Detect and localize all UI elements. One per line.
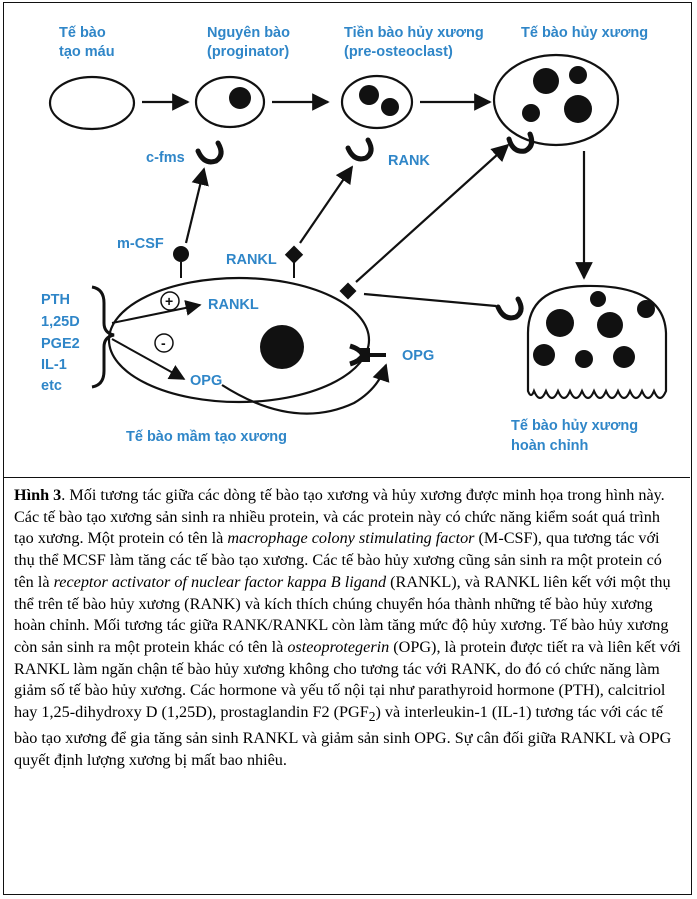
caption-term-opg: osteoprotegerin — [287, 637, 390, 656]
mature-nucleus-4 — [637, 300, 655, 318]
line-rankl-to-mature — [363, 292, 497, 308]
label-rankl-top: RANKL — [226, 252, 277, 268]
mature-nucleus-3 — [590, 291, 606, 307]
caption-term-mcsf: macrophage colony stimulating factor — [227, 529, 475, 548]
pre-osteoclast-cell — [340, 74, 414, 130]
pre-osteoclast-nucleus-2 — [381, 98, 399, 116]
mature-nucleus-1 — [546, 309, 574, 337]
label-factor-il1: IL-1 — [41, 357, 67, 373]
label-factor-125d: 1,25D — [41, 314, 80, 330]
osteoclast-nucleus-2 — [569, 66, 587, 84]
caption-figure-label: Hình 3 — [14, 486, 62, 504]
osteoclast-nucleus-3 — [522, 104, 540, 122]
mature-nucleus-7 — [613, 346, 635, 368]
arrow-mcsf-to-cfms — [184, 167, 209, 244]
caption-term-rankl: receptor activator of nuclear factor kap… — [53, 572, 387, 591]
osteoclast-cell — [492, 53, 620, 147]
m-csf-ligand-icon — [173, 246, 189, 262]
label-pre-osteoclast-line2: (pre-osteoclast) — [344, 44, 453, 60]
plus-circle-icon — [160, 291, 180, 311]
mature-nucleus-5 — [533, 344, 555, 366]
label-c-fms: c-fms — [146, 150, 185, 166]
osteoclast-nucleus-4 — [564, 95, 592, 123]
caption-text-5: ) và interleukin-1 (IL-1) tương tác với … — [14, 703, 672, 769]
arrow-opg-to-rankl — [221, 363, 390, 415]
label-rankl-inner: RANKL — [208, 297, 259, 313]
pre-osteoclast-nucleus-1 — [359, 85, 379, 105]
label-pre-osteoclast-line1: Tiền bào hủy xương — [344, 25, 484, 41]
label-mature-osteoclast-line2: hoàn chỉnh — [511, 438, 588, 454]
arrow-rankl-to-osteoclast — [355, 143, 510, 283]
factors-brace — [91, 285, 115, 389]
c-fms-receptor-icon — [195, 140, 224, 165]
mature-nucleus-6 — [575, 350, 593, 368]
caption-text-1: . Mối tương tác giữa các dòng tế bào tạo… — [14, 486, 665, 548]
caption-subscript: 2 — [368, 709, 376, 725]
figure-caption: Hình 3. Mối tương tác giữa các dòng tế b… — [14, 485, 682, 771]
caption-divider — [4, 477, 690, 478]
label-mature-osteoclast-line1: Tế bào hủy xương — [511, 418, 638, 434]
arrow-factors-to-rankl — [111, 300, 202, 324]
plus-sign: + — [165, 293, 173, 309]
caption-text-3: (RANKL), và RANKL liên kết với một thụ t… — [14, 572, 671, 656]
rankl-right-ligand-icon — [339, 282, 357, 300]
hematopoietic-cell — [48, 75, 136, 131]
label-opg-inner: OPG — [190, 373, 222, 389]
arrow-rankl-to-rank — [299, 165, 353, 244]
minus-sign: - — [161, 335, 166, 351]
label-factor-etc: etc — [41, 378, 62, 394]
label-osteoclast: Tế bào hủy xương — [521, 25, 648, 41]
osteoblast-nucleus — [260, 325, 304, 369]
minus-circle-icon — [154, 333, 174, 353]
mature-rank-receptor-icon — [495, 296, 524, 321]
arrow-factors-to-opg — [111, 338, 186, 380]
label-hematopoietic-line1: Tế bào — [59, 25, 106, 41]
diagram-svg: Tế bào tạo máu Nguyên bào (proginator) T… — [41, 25, 668, 454]
label-m-csf: m-CSF — [117, 236, 164, 252]
opg-blocker-icon — [360, 348, 370, 362]
osteoclast-rank-receptor-icon — [506, 131, 535, 154]
rank-receptor-icon — [345, 137, 374, 162]
label-progenitor-line1: Nguyên bào — [207, 25, 290, 41]
label-progenitor-line2: (proginator) — [207, 44, 289, 60]
figure-frame: Tế bào tạo máu Nguyên bào (proginator) T… — [3, 2, 692, 895]
label-factor-pth: PTH — [41, 292, 70, 308]
osteoclast-nucleus-1 — [533, 68, 559, 94]
label-hematopoietic-line2: tạo máu — [59, 44, 115, 60]
rankl-top-ligand-icon — [284, 245, 304, 264]
mature-nucleus-2 — [597, 312, 623, 338]
caption-text-2: (M-CSF), qua tương tác với thụ thể MCSF … — [14, 529, 662, 591]
label-osteoblast: Tế bào mầm tạo xương — [126, 429, 287, 445]
progenitor-nucleus — [229, 87, 251, 109]
label-rank-receptor: RANK — [388, 153, 430, 169]
label-factor-pge2: PGE2 — [41, 336, 80, 352]
figure-diagram: Tế bào tạo máu Nguyên bào (proginator) T… — [4, 3, 693, 477]
label-opg-right: OPG — [402, 348, 434, 364]
caption-text-4: (OPG), là protein được tiết ra và liên k… — [14, 637, 681, 722]
